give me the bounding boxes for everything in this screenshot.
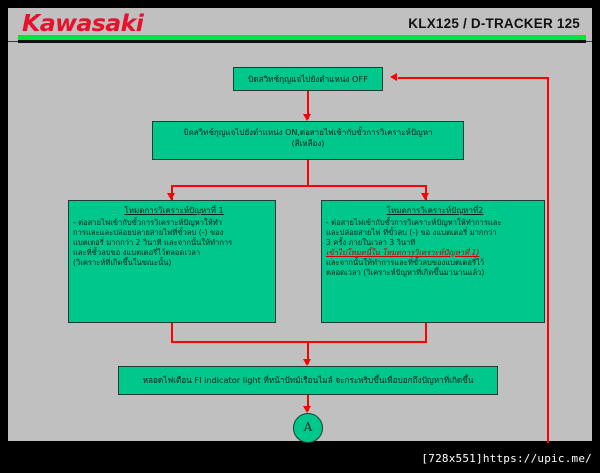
- merge-right-riser: [425, 323, 427, 342]
- watermark-text: [728x551]https://upic.me/: [421, 452, 592, 465]
- mode-2-line-1: - ต่อสายไฟเข้ากับขั้วการวิเคราะห์ปัญหาให…: [326, 217, 502, 227]
- step-box-key-on: บิดสวิทช์กุญแจไปยังตำแหน่ง ON,ต่อสายไฟเข…: [152, 121, 464, 160]
- feedback-arrow-into-off-box: [390, 73, 397, 81]
- mode-2-title: โหมดการวิเคราะห์ปัญหาที่2: [386, 206, 484, 215]
- line-merge-to-fi: [307, 341, 309, 364]
- watermark-strip: [728x551]https://upic.me/: [0, 447, 600, 473]
- mode-2-note-red: เข้าไปโหมดนี้ใน โหมดการวิเคราะห์ปัญหาที่…: [326, 247, 480, 257]
- line-off-to-on: [307, 91, 309, 119]
- kawasaki-logo: Kawasaki: [22, 11, 144, 37]
- line-on-to-split: [307, 160, 309, 186]
- feedback-top-line: [398, 77, 549, 79]
- merge-left-riser: [171, 323, 173, 342]
- mode-1-line-2: การและและปล่อยปลายสายไฟที่ขั้วลบ (-) ของ: [73, 227, 224, 237]
- arrow-into-mode1: [167, 193, 175, 200]
- connector-circle-a-label: A: [303, 420, 313, 434]
- step-box-key-off: บิดสวิทช์กุญแจไปยังตำแหน่ง OFF: [233, 67, 383, 91]
- black-accent-bar: [18, 40, 586, 43]
- line-fi-to-connector-a: [307, 395, 309, 411]
- arrow-into-mode2: [421, 193, 429, 200]
- mode-1-line-1: - ต่อสายไฟเข้ากับขั้วการวิเคราะห์ปัญหาให…: [73, 217, 222, 227]
- step-box-fi-indicator: หลอดไฟเตือน FI indicator light ที่หน้าปั…: [118, 366, 498, 395]
- arrow-into-fi-box: [303, 359, 311, 366]
- step-box-mode-2: โหมดการวิเคราะห์ปัญหาที่2 - ต่อสายไฟเข้า…: [321, 200, 545, 323]
- document-sheet: Kawasaki KLX125 / D-TRACKER 125: [6, 6, 594, 443]
- feedback-vertical-line: [547, 77, 549, 443]
- merge-bus: [171, 341, 427, 343]
- arrow-off-to-on: [303, 114, 311, 121]
- step-box-mode-1: โหมดการวิเคราะห์ปัญหาที่ 1 - ต่อสายไฟเข้…: [68, 200, 276, 323]
- mode-2-line-2: และปล่อยสายไฟ ที่ขั้วลบ (-) ขอ งแบตเตอรี…: [326, 227, 497, 237]
- mode-1-line-5: (วิเคราะห์ที่เกิดขึ้นในขณะนั้น): [73, 257, 172, 267]
- mode-2-line-6: ตลอดเวลา (วิเคราะห์ปัญหาที่เกิดขึ้นมานาน…: [326, 267, 485, 277]
- connector-circle-a: A: [293, 413, 323, 443]
- mode-1-line-4: และที่ขั้วลบขอ งแบตเตอรี่ไว้ตลอดเวลา: [73, 247, 201, 257]
- step-box-fi-indicator-text: หลอดไฟเตือน FI indicator light ที่หน้าปั…: [142, 375, 474, 385]
- step-box-key-on-line2: (สีเหลือง): [291, 138, 325, 148]
- mode-1-title: โหมดการวิเคราะห์ปัญหาที่ 1: [124, 206, 224, 215]
- mode-2-line-5: และจากนั้นให้ทำการและที่ขั้วลบของแบตเตอร…: [326, 257, 485, 267]
- split-right-drop: [425, 185, 427, 200]
- flowchart-canvas: บิดสวิทช์กุญแจไปยังตำแหน่ง OFF บิดสวิทช์…: [8, 43, 592, 443]
- step-box-key-off-text: บิดสวิทช์กุญแจไปยังตำแหน่ง OFF: [248, 74, 368, 84]
- green-accent-bar: [18, 35, 586, 40]
- split-bus: [171, 185, 427, 187]
- mode-1-line-3: แบตเตอรี่ มากกว่า 2 วินาที และจากนั้นให้…: [73, 237, 233, 247]
- step-box-key-on-line1: บิดสวิทช์กุญแจไปยังตำแหน่ง ON,ต่อสายไฟเข…: [183, 128, 433, 137]
- mode-2-line-3: 3 ครั้ง ภายในเวลา 3 วินาที: [326, 237, 416, 247]
- model-title: KLX125 / D-TRACKER 125: [408, 16, 580, 31]
- split-left-drop: [171, 185, 173, 200]
- arrow-into-connector-a: [303, 406, 311, 413]
